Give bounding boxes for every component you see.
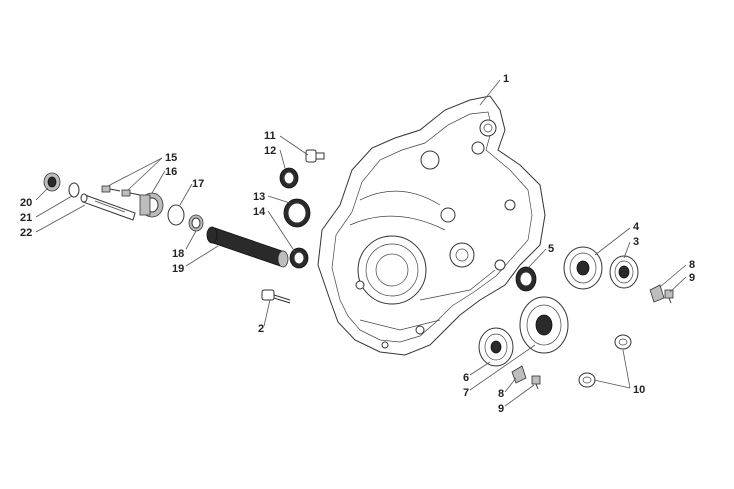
screw-9-bottom: [531, 375, 541, 390]
callout-8-bottom: 8: [498, 388, 504, 400]
seal-12: [279, 167, 299, 189]
pump-housing-16: [139, 192, 164, 218]
plug-20: [43, 172, 61, 192]
dowel-10-top: [614, 334, 632, 350]
callout-21: 21: [20, 212, 32, 224]
screw-9-right: [664, 289, 674, 304]
callout-9-right: 9: [689, 272, 695, 284]
bushing-18: [188, 214, 204, 232]
callout-3: 3: [633, 236, 639, 248]
callout-12: 12: [264, 145, 276, 157]
bolt-11: [305, 149, 325, 163]
callout-6: 6: [463, 372, 469, 384]
callout-7: 7: [463, 387, 469, 399]
callout-8-right: 8: [689, 259, 695, 271]
shaft-22: [80, 193, 136, 221]
bearing-14: [289, 247, 309, 269]
seal-3: [609, 255, 639, 289]
leader-lines: [35, 79, 687, 407]
screw-15: [101, 185, 141, 197]
bearing-4: [563, 246, 603, 290]
callout-15: 15: [165, 152, 177, 164]
filter-19: [206, 226, 289, 268]
callout-17: 17: [192, 178, 204, 190]
callout-4: 4: [633, 221, 640, 233]
callout-9-bottom: 9: [498, 403, 504, 415]
callout-labels: 1 2 3 4 5 6 7 8 9 8 9 10 11 12 13 14 15 …: [20, 73, 695, 415]
plate-8-right: [649, 284, 665, 303]
seal-5: [515, 266, 537, 292]
o-ring-17: [167, 204, 185, 226]
callout-16: 16: [165, 166, 177, 178]
callout-19: 19: [172, 263, 184, 275]
dowel-10-bottom: [578, 372, 596, 388]
callout-1: 1: [503, 73, 509, 85]
crankcase-half: [317, 95, 546, 356]
callout-20: 20: [20, 197, 32, 209]
callout-10: 10: [633, 384, 645, 396]
callout-13: 13: [253, 191, 265, 203]
callout-14: 14: [253, 206, 266, 218]
callout-11: 11: [264, 130, 276, 142]
bearing-6: [478, 327, 514, 367]
bolt-2: [261, 289, 291, 304]
callout-22: 22: [20, 227, 32, 239]
bearing-7: [519, 296, 569, 354]
callout-5: 5: [548, 243, 554, 255]
washer-21: [68, 182, 80, 198]
callout-2: 2: [258, 323, 264, 335]
seal-13: [283, 198, 311, 228]
callout-18: 18: [172, 248, 184, 260]
